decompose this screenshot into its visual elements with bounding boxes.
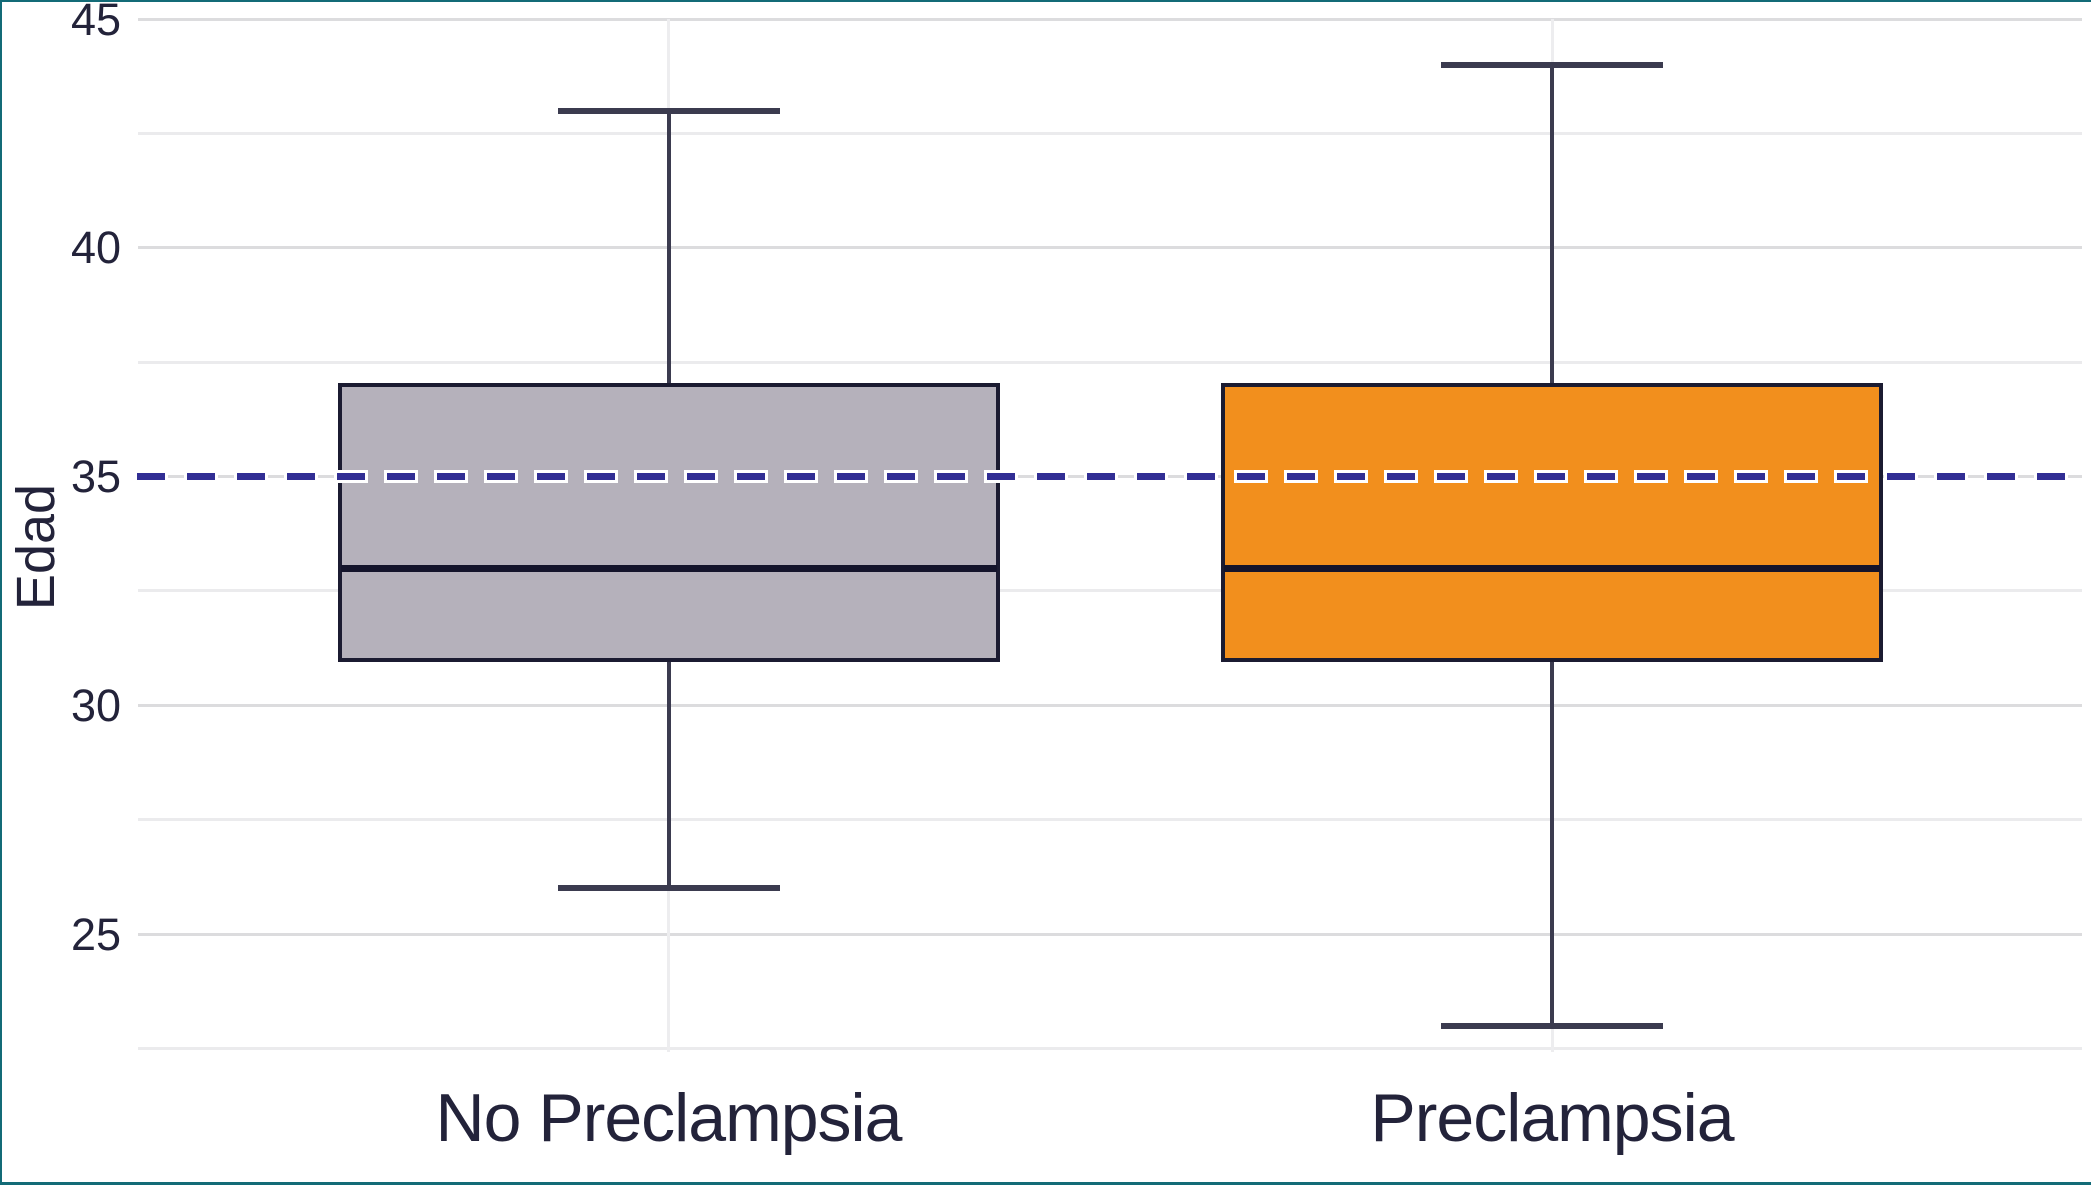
reference-line-dash: [1684, 470, 1718, 483]
reference-line-dash: [1934, 470, 1968, 483]
gridline-major: [137, 246, 2082, 250]
reference-line-dash: [1584, 470, 1618, 483]
reference-line-dash: [834, 470, 868, 483]
box-no-preclampsia: [337, 383, 1000, 662]
reference-line-dash: [134, 470, 168, 483]
reference-line-dash: [534, 470, 568, 483]
frame-border-bottom: [0, 1182, 2091, 1185]
gridline-minor: [137, 1046, 2082, 1050]
reference-line-dash: [284, 470, 318, 483]
reference-line-dash: [984, 470, 1018, 483]
reference-line-dash: [184, 470, 218, 483]
reference-line-dash: [1134, 470, 1168, 483]
x-category-label: No Preclampsia: [435, 1080, 903, 1156]
reference-line-dash: [1184, 470, 1218, 483]
reference-line-dash: [1384, 470, 1418, 483]
reference-line-dash: [684, 470, 718, 483]
reference-line-dash: [1534, 470, 1568, 483]
reference-line-dash: [1084, 470, 1118, 483]
reference-line-dash: [934, 470, 968, 483]
whisker-upper-line: [1550, 64, 1554, 383]
y-axis-title: Edad: [6, 483, 66, 611]
reference-line-dash: [234, 470, 268, 483]
reference-line-dash: [1984, 470, 2018, 483]
reference-line-dash: [1284, 470, 1318, 483]
gridline-minor: [137, 131, 2082, 135]
reference-line-dash: [1034, 470, 1068, 483]
reference-line-dash: [1634, 470, 1668, 483]
gridline-minor: [137, 589, 2082, 593]
reference-line-dash: [2034, 470, 2068, 483]
reference-line-dash: [884, 470, 918, 483]
reference-line-dash: [1734, 470, 1768, 483]
reference-line-dash: [1434, 470, 1468, 483]
frame-border-left: [0, 0, 2, 1185]
reference-line-dash: [1484, 470, 1518, 483]
whisker-upper-line: [666, 110, 671, 383]
reference-line-dash: [584, 470, 618, 483]
reference-line-dash: [1784, 470, 1818, 483]
reference-line-dash: [1834, 470, 1868, 483]
whisker-lower-line: [1550, 661, 1554, 1026]
frame-border-top: [0, 0, 2091, 2]
x-category-label: Preclampsia: [1370, 1080, 1734, 1156]
reference-line-dash: [1334, 470, 1368, 483]
whisker-upper-cap: [1441, 61, 1663, 68]
gridline-minor: [137, 360, 2082, 364]
gridline-minor: [137, 818, 2082, 822]
reference-line-dash: [1884, 470, 1918, 483]
whisker-lower-cap: [1441, 1022, 1663, 1029]
reference-line-dash: [384, 470, 418, 483]
reference-line-dash: [484, 470, 518, 483]
box-preclampsia: [1221, 383, 1883, 662]
reference-line-dash: [334, 470, 368, 483]
whisker-lower-line: [666, 661, 671, 889]
whisker-upper-cap: [557, 107, 780, 114]
reference-line-dash: [634, 470, 668, 483]
reference-line-dash: [434, 470, 468, 483]
y-tick-label: 35: [70, 451, 121, 502]
y-tick-label: 30: [70, 679, 121, 731]
y-tick-label: 45: [70, 0, 121, 45]
gridline-major: [137, 703, 2082, 707]
median-line: [340, 564, 997, 572]
median-line: [1224, 564, 1880, 572]
y-tick-label: 40: [70, 222, 121, 274]
gridline-major: [137, 17, 2082, 21]
reference-line-dash: [784, 470, 818, 483]
reference-line-dash: [734, 470, 768, 483]
gridline-major: [137, 932, 2082, 936]
reference-line-dash: [1234, 470, 1268, 483]
whisker-lower-cap: [557, 885, 780, 892]
y-tick-label: 25: [70, 908, 121, 960]
